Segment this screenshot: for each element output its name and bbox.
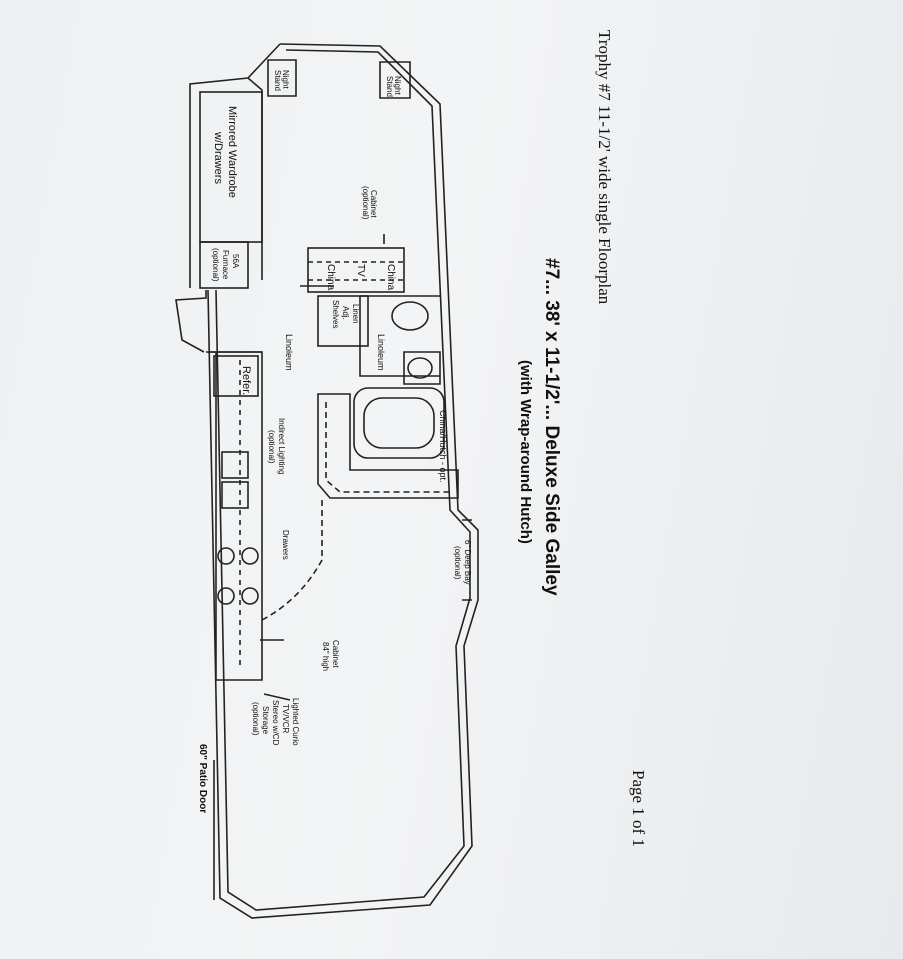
door-swing xyxy=(261,500,323,621)
furnace-label: 56A xyxy=(231,254,240,269)
china-label: China xyxy=(385,264,396,291)
linen-closet xyxy=(317,295,369,347)
exterior-wall xyxy=(207,43,479,919)
burner-3 xyxy=(217,587,235,605)
night-stand-label: Night xyxy=(393,76,402,95)
patio-door-label: 60" Patio Door xyxy=(197,744,208,814)
bath-wall xyxy=(359,295,440,377)
curio-label: Stereo w/CD xyxy=(271,700,280,746)
bay-label: (optional) xyxy=(453,546,462,580)
bay-label: 6" Deep Bay xyxy=(463,540,472,585)
curio-label: TV/VCR xyxy=(281,704,290,734)
linen-label: Shelves xyxy=(331,300,340,329)
refrigerator xyxy=(213,355,259,397)
sink-bowl xyxy=(391,301,429,331)
curio-label: (optional) xyxy=(251,702,260,736)
toilet xyxy=(403,351,441,385)
toilet-bowl xyxy=(407,357,433,379)
linen-label: Adj. xyxy=(341,306,350,320)
tub-inner xyxy=(363,397,435,449)
linoleum-label: Linoleum xyxy=(376,334,386,371)
wardrobe-label: Mirrored Wardrobe xyxy=(226,106,238,198)
drawers-label: Drawers xyxy=(281,530,290,560)
hutch-outline xyxy=(317,393,459,499)
sink-right xyxy=(221,481,249,509)
curio-label: Storage xyxy=(261,706,270,735)
cabinet-label: (optional) xyxy=(361,186,370,220)
cabinet-label: Cabinet xyxy=(369,190,378,218)
tv-label: TV xyxy=(355,264,366,277)
bedroom-wall xyxy=(175,290,207,353)
hutch-dashed xyxy=(325,402,452,493)
hutch-label: China/Hutch - opt. xyxy=(438,410,448,483)
burner-2 xyxy=(241,547,259,565)
furnace-label: (optional) xyxy=(211,248,220,282)
linen-label: Linen xyxy=(351,304,360,324)
china-label: China xyxy=(325,264,336,291)
cabinet84-label: Cabinet xyxy=(331,640,340,668)
sink-left xyxy=(221,451,249,479)
refer-label: Refer. xyxy=(240,366,252,396)
burner-4 xyxy=(241,587,259,605)
night-stand-label: Stand xyxy=(385,76,394,97)
night-stand-label: Night xyxy=(281,70,290,89)
exterior-wall-inner xyxy=(215,49,471,911)
indirect-lighting-label: Indirect Lighting xyxy=(277,418,286,475)
linoleum-label: Linoleum xyxy=(284,334,294,371)
china-tv-unit xyxy=(307,247,405,293)
bay-window xyxy=(462,519,472,601)
night-stand-label: Stand xyxy=(273,70,282,91)
indirect-lighting-label: (optional) xyxy=(267,430,276,464)
tub xyxy=(353,387,445,459)
china-divider xyxy=(308,261,404,281)
curio-label: Lighted Curio xyxy=(291,698,300,746)
galley-counter xyxy=(208,351,263,681)
furnace-box xyxy=(199,241,249,289)
night-stand-left xyxy=(267,59,297,97)
cabinet84-label: 84" high xyxy=(321,642,330,672)
leader-lines xyxy=(260,234,385,701)
wardrobe-label: w/Drawers xyxy=(212,132,224,184)
furnace-label: Furnace xyxy=(221,250,230,280)
night-stand-right xyxy=(379,61,411,99)
burner-1 xyxy=(217,547,235,565)
